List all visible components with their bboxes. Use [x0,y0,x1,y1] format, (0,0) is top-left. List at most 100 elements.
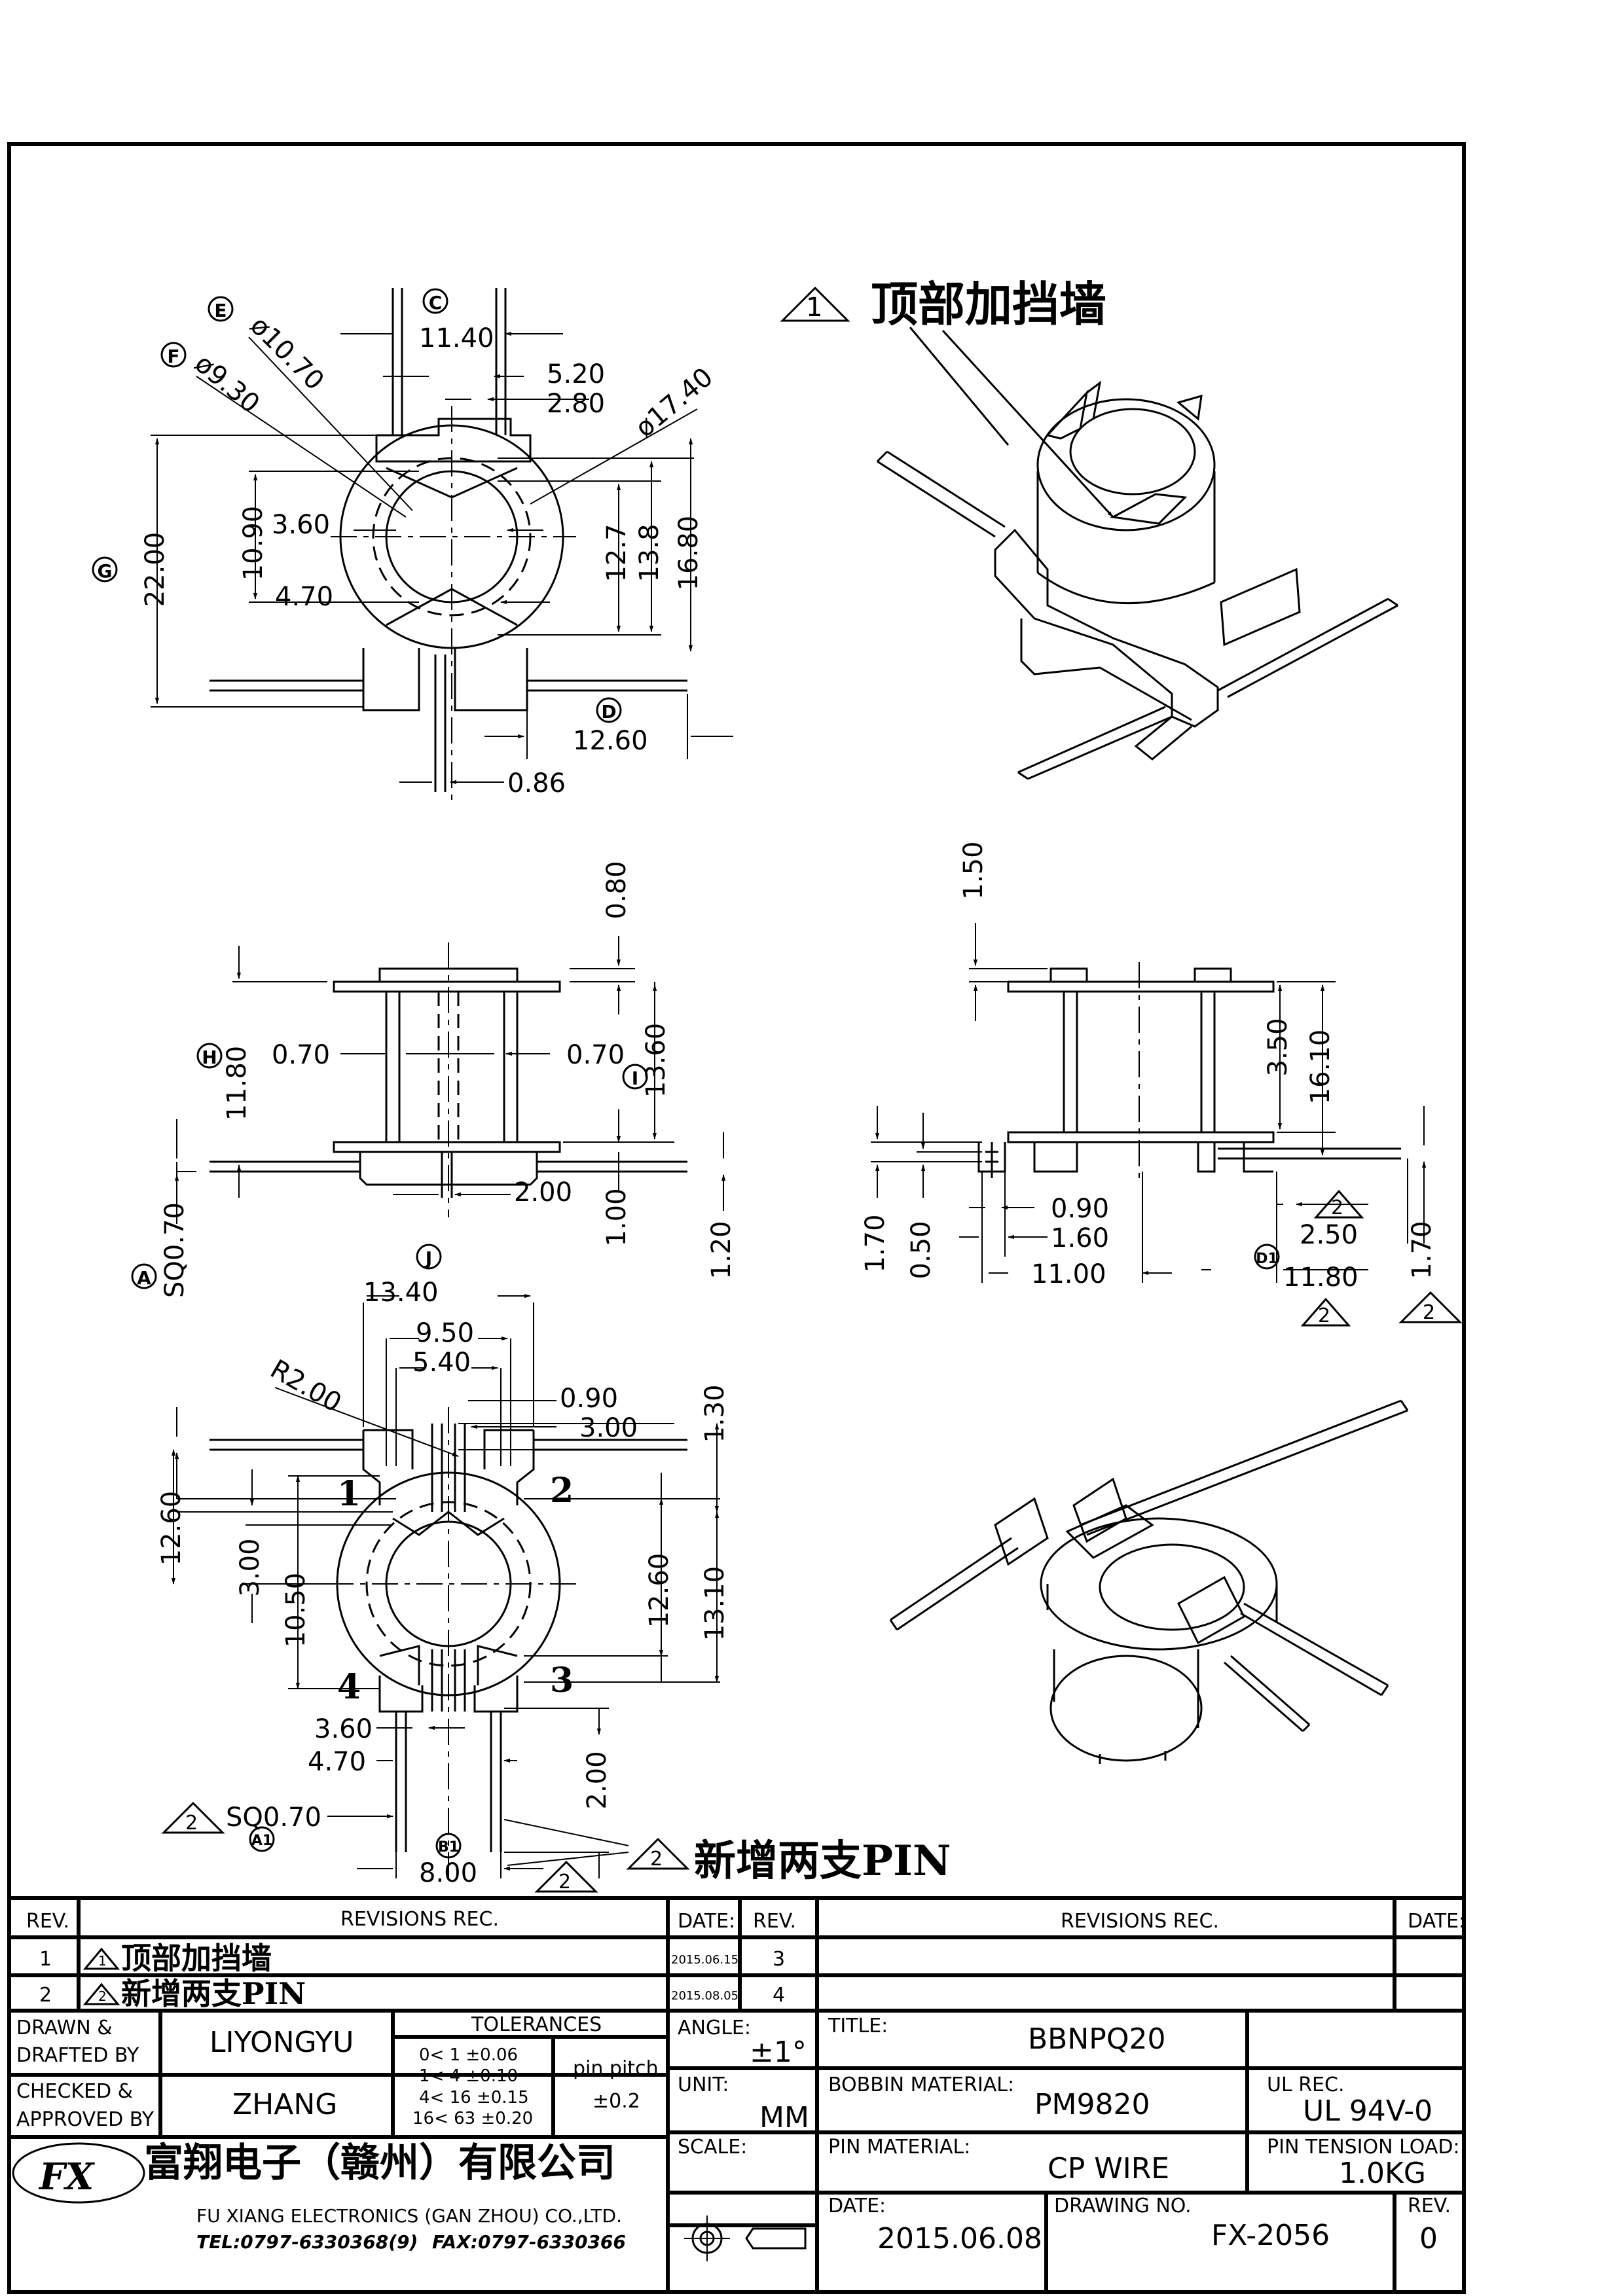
top-dim-12-7: 12.7 [602,524,632,582]
note-top-wall-marker: 1 [806,293,822,323]
label-H: H [196,1043,223,1069]
label-C: C [422,288,448,314]
bottom-dim-3-00: 3.00 [579,1413,638,1443]
front-dim-13-60: 13.60 [641,1023,671,1098]
tb-pin-tension-label: PIN TENSION LOAD: [1267,2136,1460,2159]
label-I: I [622,1064,648,1090]
bottom-dim-10-50: 10.50 [281,1573,311,1648]
tb-date-label-3: DATE: [828,2195,886,2217]
side-dim-1-50: 1.50 [958,841,989,899]
tb-pin-pitch-value: ±0.2 [593,2090,640,2113]
pin-number-4: 4 [337,1667,361,1707]
front-dim-0-80: 0.80 [602,861,632,919]
front-dim-0-70-left: 0.70 [272,1040,330,1070]
logo-text: FX [38,2155,96,2198]
tb-checked-label-2: APPROVED BY [16,2108,155,2131]
bottom-dim-13-10: 13.10 [700,1566,730,1641]
svg-text:F: F [167,346,179,367]
bottom-dim-9-50: 9.50 [416,1318,474,1348]
bottom-dim-0-90: 0.90 [560,1384,618,1414]
front-dim-1-20: 1.20 [706,1221,737,1279]
tb-rev-label-3: REV. [1408,2195,1451,2217]
label-E: E [208,296,234,322]
side-dim-11-00: 11.00 [1031,1259,1106,1289]
svg-text:2: 2 [1423,1301,1435,1324]
tb-bobbin-material-label: BOBBIN MATERIAL: [828,2073,1014,2096]
front-view: 11.80 0.80 0.70 0.70 13.60 2.00 SQ0.70 1… [131,861,737,1298]
tb-right-rev-3: 3 [773,1948,785,1971]
tb-rev-2-date: 2015.08.05 [671,1989,739,2003]
svg-text:B1: B1 [438,1839,459,1856]
side-dim-1-70-left: 1.70 [860,1214,890,1272]
pin-number-1: 1 [337,1474,361,1514]
side-dim-0-50: 0.50 [906,1221,936,1279]
tb-company-en: FU XIANG ELECTRONICS (GAN ZHOU) CO.,LTD. [196,2205,622,2227]
bottom-dim-12-60-left: 12.60 [156,1491,187,1566]
svg-text:2: 2 [185,1812,198,1835]
top-dim-4-70: 4.70 [275,582,333,612]
tb-date-value: 2015.06.08 [877,2222,1042,2255]
pin-note-marker-side-2: 2 [1300,1297,1351,1327]
tb-unit-label: UNIT: [678,2073,729,2096]
bottom-dim-5-40: 5.40 [412,1348,471,1378]
pin-note-marker-bottom-2: 2 [534,1860,598,1893]
top-dim-2-80: 2.80 [547,389,605,419]
bottom-dim-1-30: 1.30 [700,1384,730,1443]
company-logo: FX [12,2142,145,2204]
tb-scale-label: SCALE: [678,2136,747,2159]
svg-text:I: I [632,1067,638,1089]
side-dim-2-50: 2.50 [1300,1220,1358,1250]
side-dim-1-70-right: 1.70 [1407,1221,1437,1279]
top-dim-13-8: 13.8 [634,524,665,582]
pin-note-marker-bottom-1: 2 [161,1801,225,1835]
tb-rev-2: 2 [39,1984,52,2007]
bottom-dim-2-00: 2.00 [582,1751,612,1809]
tb-date-label-2: DATE: [1408,1910,1465,1933]
tb-pin-tension-value: 1.0KG [1339,2157,1426,2190]
tb-pin-material-label: PIN MATERIAL: [828,2136,970,2159]
svg-text:2: 2 [558,1871,571,1893]
bottom-view: 13.40 9.50 5.40 R2.00 0.90 3.00 1.30 12.… [156,1244,951,1893]
tb-rev-label-2: REV. [753,1910,796,1933]
side-view: 1.50 3.50 16.10 0.90 1.60 11.00 2.50 11.… [860,841,1463,1327]
top-dim-22-00: 22.00 [140,532,170,607]
bottom-dim-8-00: 8.00 [419,1858,477,1888]
side-dim-11-80: 11.80 [1283,1263,1359,1293]
top-dim-5-20: 5.20 [547,359,605,389]
svg-text:A1: A1 [251,1833,272,1849]
tb-title-value: BBNPQ20 [1028,2022,1165,2056]
tb-rev-2-text: 新增两支PIN [121,1976,306,2011]
svg-text:2: 2 [650,1848,663,1871]
tb-bobbin-material-value: PM9820 [1034,2088,1150,2121]
tb-rev-1-text: 顶部加挡墙 [121,1941,272,1976]
tb-drawn-label-1: DRAWN & [16,2017,113,2039]
pin-note-text: 新增两支PIN [694,1837,951,1886]
tb-company-cn: 富翔电子（赣州）有限公司 [144,2140,615,2186]
bottom-dim-4-70: 4.70 [308,1747,366,1777]
tb-fax: FAX:0797-6330366 [432,2231,626,2253]
svg-text:D1: D1 [1256,1251,1278,1267]
svg-text:2: 2 [1331,1196,1343,1219]
svg-text:G: G [98,560,113,582]
pin-note-marker-side-3: 2 [1398,1291,1463,1324]
note-top-wall: 1 顶部加挡墙 [780,276,1106,332]
tb-tolerance-4: 16< 63 ±0.20 [412,2109,533,2128]
tb-checked-label-1: CHECKED & [16,2080,133,2103]
bottom-dim-12-60-right: 12.60 [644,1553,674,1628]
top-view: 11.40 5.20 2.80 ø10.70 ø9.30 ø17.40 3.60… [92,288,733,805]
tb-tel: TEL:0797-6330368(9) [196,2231,418,2253]
iso-view-top [876,327,1398,780]
tb-rev-label: REV. [26,1910,69,1933]
pin-number-2: 2 [550,1471,574,1511]
svg-text:C: C [429,292,443,314]
pin-note-marker-main: 2 新增两支PIN [626,1837,951,1886]
bottom-dim-sq0-70: SQ0.70 [226,1803,321,1833]
tb-revisions-label-2: REVISIONS REC. [1061,1910,1219,1933]
tb-checked-by: ZHANG [232,2088,337,2121]
tb-pin-material-value: CP WIRE [1048,2152,1169,2185]
tb-right-rev-4: 4 [773,1984,785,2007]
bottom-dim-13-40: 13.40 [363,1278,439,1308]
svg-text:A: A [137,1267,151,1289]
svg-text:E: E [214,300,227,321]
